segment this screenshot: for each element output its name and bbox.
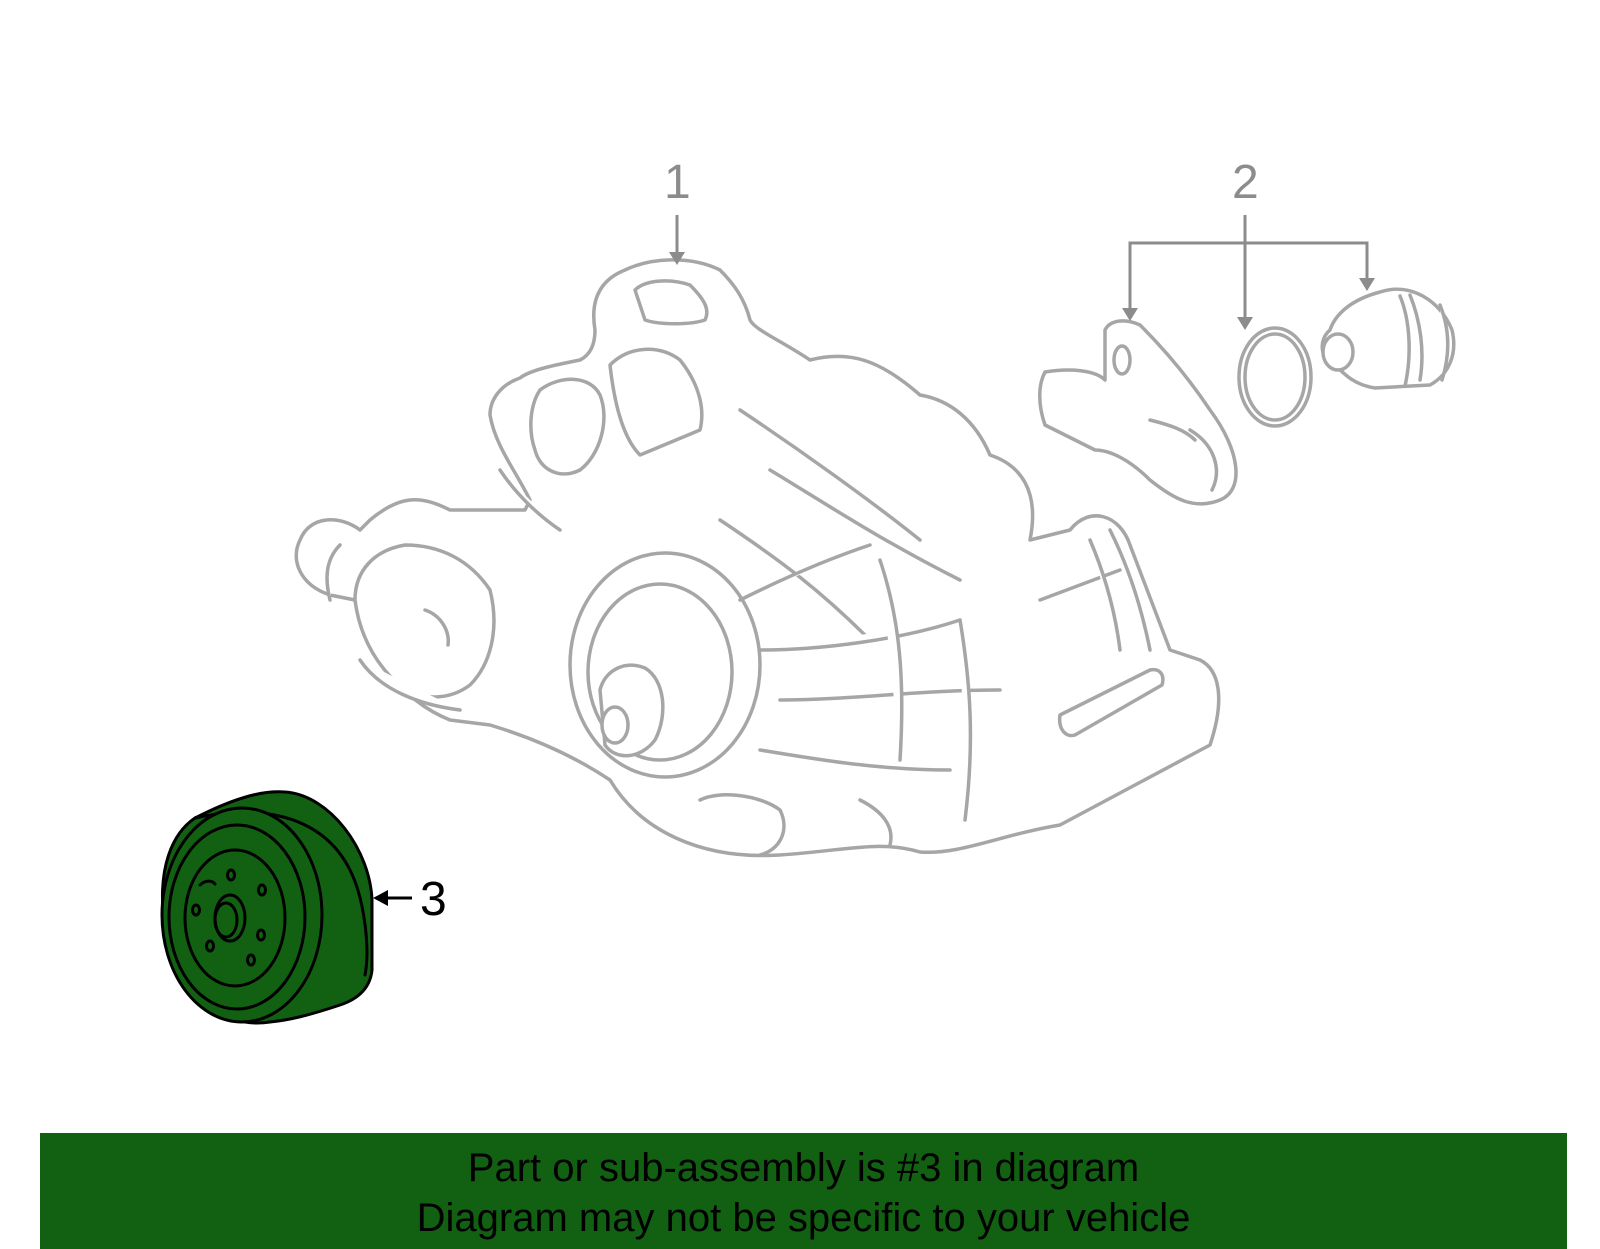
arrowhead-2-gasket [1237, 317, 1253, 330]
banner-line-part-info: Part or sub-assembly is #3 in diagram [467, 1146, 1140, 1190]
part-3-pulley [160, 790, 374, 1025]
leader-lines [373, 215, 1375, 906]
leader-line-2-branch [1128, 241, 1369, 315]
parts-diagram: 1 2 3 [160, 156, 1456, 1025]
callout-3: 3 [420, 873, 447, 926]
part-2-thermostat-group [1038, 287, 1456, 506]
callout-1: 1 [664, 156, 691, 209]
part-1-water-pump [294, 258, 1221, 858]
arrowhead-2-housing [1122, 308, 1138, 321]
arrowhead-1 [669, 252, 685, 265]
info-banner: Part or sub-assembly is #3 in diagram Di… [40, 1133, 1567, 1249]
arrowhead-2-thermostat [1359, 278, 1375, 291]
callout-2: 2 [1232, 156, 1259, 209]
arrowhead-3 [373, 890, 388, 906]
banner-line-disclaimer: Diagram may not be specific to your vehi… [416, 1196, 1191, 1240]
